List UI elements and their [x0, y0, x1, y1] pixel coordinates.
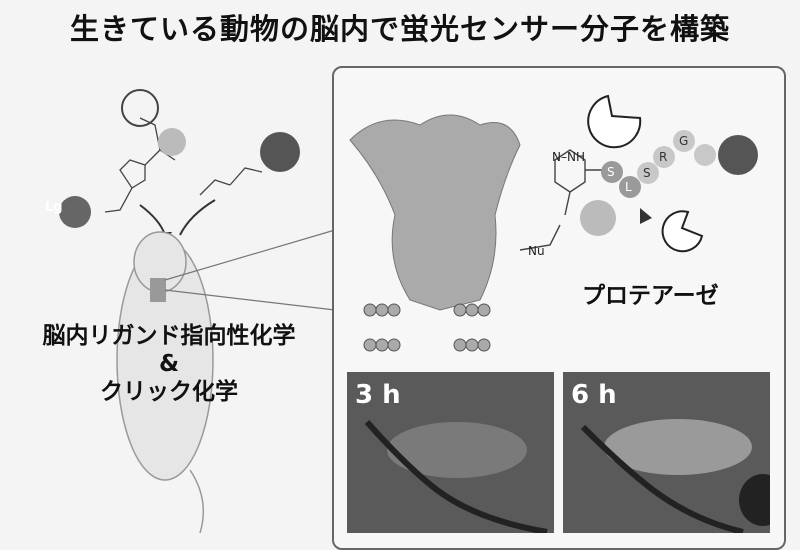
image-3h: 3 h [347, 372, 554, 533]
peptide-letter-s1: S [607, 165, 615, 179]
image-6h-label: 6 h [571, 380, 617, 410]
peptide-beads [601, 130, 716, 198]
diagram-canvas [59, 89, 336, 533]
lg-label: Lg [45, 200, 63, 215]
brain-marker [150, 278, 166, 302]
left-label-2: & [158, 351, 180, 377]
zoom-line-top [164, 229, 336, 281]
page-title: 生きている動物の脳内で蛍光センサー分子を構築 [69, 12, 730, 46]
protein-ring [121, 89, 159, 127]
pale-circle [580, 200, 616, 236]
peptide-letter-l: L [625, 180, 632, 194]
image-3h-texture [364, 420, 548, 533]
zoom-line-bottom [164, 289, 336, 311]
peptide-letter-s2: S [643, 166, 651, 180]
peptide-letter-r: R [659, 150, 668, 164]
peptide-letter-g: G [679, 134, 689, 148]
nu-label: Nu [528, 244, 545, 258]
pacman-bottom [661, 210, 704, 253]
light-circle-left [158, 128, 186, 156]
cleavage-arrow [640, 208, 652, 224]
image-6h: 6 h [563, 372, 770, 533]
image-3h-label: 3 h [355, 380, 401, 410]
nh-label: N–NH [552, 150, 585, 164]
protease-label: プロテアーゼ [582, 283, 719, 309]
fluorophore-dark [718, 135, 758, 175]
dark-circle-right [260, 132, 300, 172]
left-label-3: クリック化学 [100, 379, 238, 405]
mouse-illustration [116, 231, 214, 533]
ligand-circle [59, 196, 91, 228]
left-label-1: 脳内リガンド指向性化学 [42, 323, 296, 349]
pacman-top [587, 94, 642, 149]
receptor-structure [349, 114, 521, 311]
membrane [363, 303, 491, 352]
arrow-right [179, 199, 216, 236]
panel-drawing [349, 94, 758, 352]
image-6h-texture [580, 419, 770, 533]
